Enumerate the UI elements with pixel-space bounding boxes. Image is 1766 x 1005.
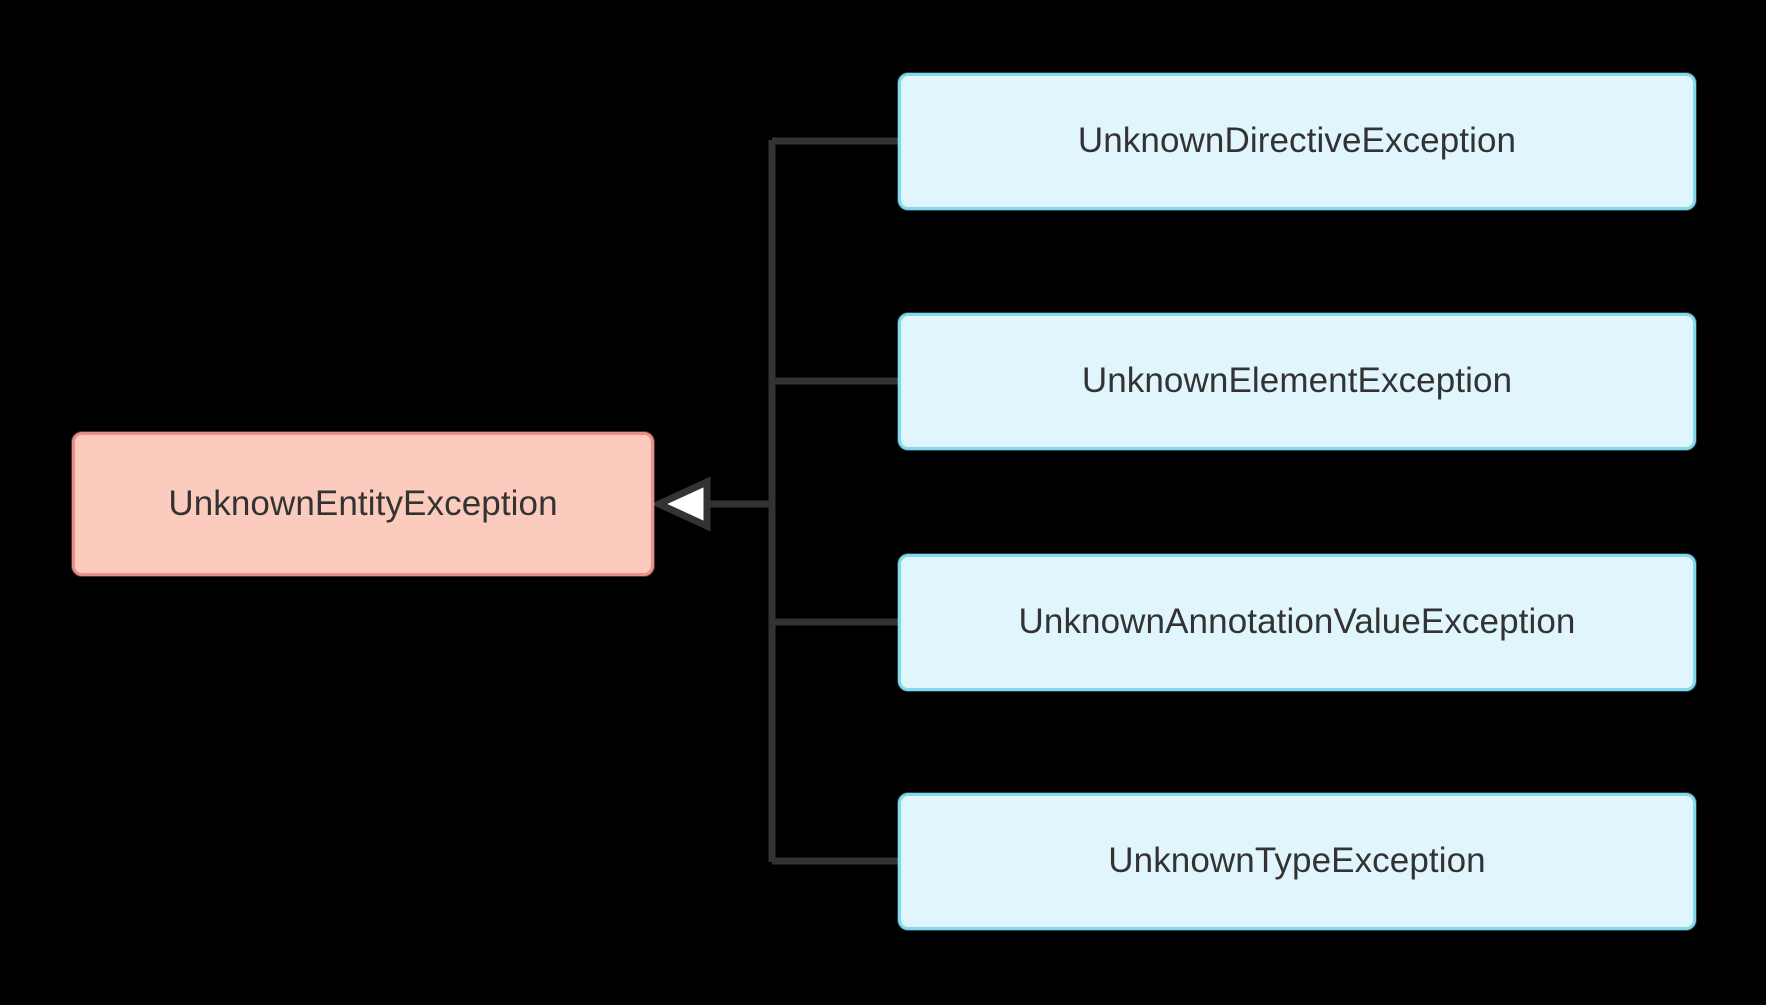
class-node-derived-annotation-value[interactable]: UnknownAnnotationValueException [898, 554, 1696, 691]
class-node-derived-element[interactable]: UnknownElementException [898, 313, 1696, 450]
class-node-base[interactable]: UnknownEntityException [72, 432, 654, 576]
class-node-derived-element-label: UnknownElementException [1081, 361, 1513, 401]
class-node-derived-type-label: UnknownTypeException [1108, 841, 1486, 881]
generalization-arrowhead-icon [650, 476, 711, 532]
class-node-derived-annotation-value-label: UnknownAnnotationValueException [1018, 602, 1576, 642]
class-node-derived-directive[interactable]: UnknownDirectiveException [898, 73, 1696, 210]
class-node-derived-type[interactable]: UnknownTypeException [898, 793, 1696, 930]
class-node-derived-directive-label: UnknownDirectiveException [1077, 121, 1517, 161]
class-node-base-label: UnknownEntityException [168, 483, 558, 523]
